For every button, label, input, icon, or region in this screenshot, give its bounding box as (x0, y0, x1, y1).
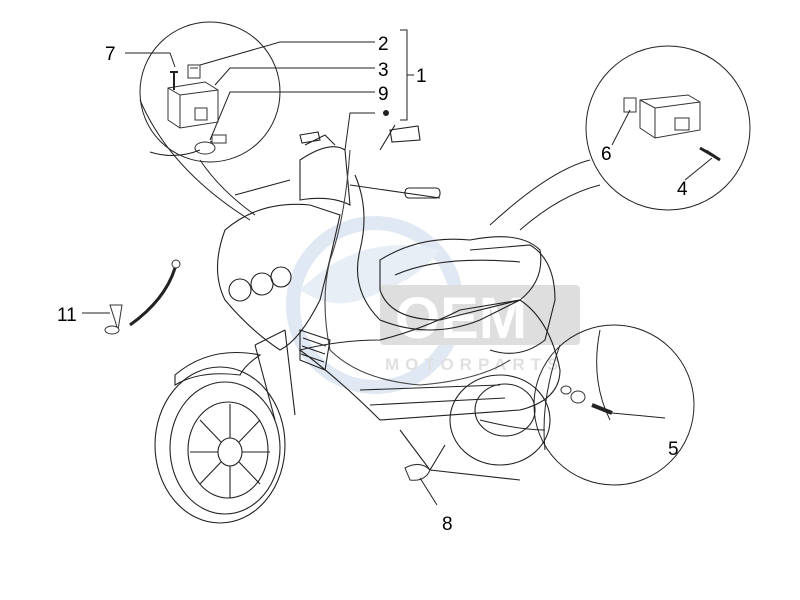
detail-circle-bottom-right (479, 324, 695, 486)
magnified-detail-circle (585, 45, 751, 211)
callout-7: 7 (105, 44, 116, 65)
callout-11: 11 (57, 305, 77, 326)
callout-5: 5 (668, 439, 679, 460)
front-hub (217, 437, 243, 467)
detail-circle-top-right (489, 45, 751, 231)
part-9-grommet (194, 141, 216, 155)
part-8-clamp (404, 464, 431, 481)
front-wheel-tire (154, 366, 286, 524)
callout-9: 9 (378, 84, 389, 105)
leader-lines (82, 29, 713, 506)
watermark-brand: OEM (395, 286, 527, 351)
callout-8: 8 (442, 514, 453, 535)
callout-2: 2 (378, 34, 389, 55)
callout-3: 3 (378, 60, 389, 81)
part-11-ground-wire (104, 259, 181, 335)
watermark-continent (300, 245, 440, 304)
part-6-clip (623, 97, 637, 113)
detail-circle-top-left (139, 21, 281, 221)
callout-4: 4 (677, 179, 688, 200)
front-brake-disc (187, 401, 269, 499)
part-box-right (639, 94, 701, 139)
front-wheel-inner (169, 381, 281, 515)
magnified-detail-circle (533, 324, 695, 486)
callout-6: 6 (601, 144, 612, 165)
part-5-washer (570, 390, 586, 404)
part-2-clip (187, 64, 201, 79)
part-7-screw (170, 71, 178, 90)
part-3-box (167, 81, 219, 129)
part-5-bolt (591, 403, 613, 415)
part-4-screw (699, 146, 721, 162)
callout-1: 1 (416, 66, 427, 87)
watermark-tagline: MOTORPARTS (385, 355, 564, 374)
scooter-illustration (154, 124, 561, 524)
